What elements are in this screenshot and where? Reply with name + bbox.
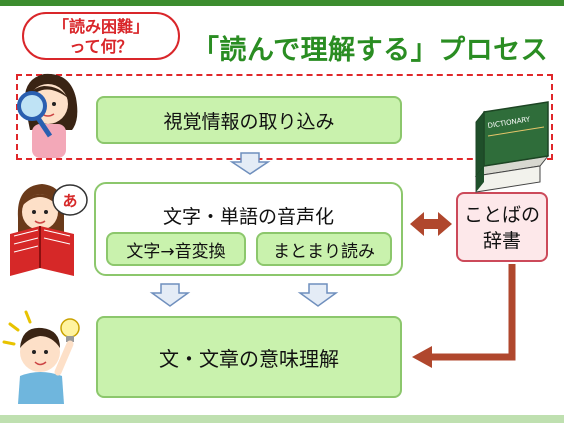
down-arrow-visual — [229, 152, 271, 175]
magnifying-glass-girl-icon — [17, 73, 78, 158]
dictionary-book-icon: DICTIONARY — [474, 101, 550, 193]
lexicon-to-comprehension-arrow — [412, 264, 516, 368]
lexicon-line-2: 辞書 — [482, 230, 521, 252]
substep-chunk-reading-label: まとまり読み — [273, 241, 375, 262]
speech-bubble-icon: あ — [52, 184, 88, 216]
step-visual-input: 視覚情報の取り込み — [96, 96, 402, 144]
top-bar — [0, 0, 564, 6]
step-comprehension: 文・文章の意味理解 — [96, 316, 402, 398]
mental-lexicon-box: ことばの 辞書 — [456, 192, 548, 262]
substep-chunk-reading: まとまり読み — [256, 232, 392, 266]
bidirectional-arrow — [410, 212, 452, 236]
bottom-bar — [0, 415, 564, 423]
step-phonological-label: 文字・単語の音声化 — [162, 206, 334, 228]
slide-title: 「読んで理解する」プロセス — [192, 35, 549, 66]
idea-boy-icon — [2, 310, 80, 404]
badge-line-2: って何？ — [69, 37, 133, 56]
lexicon-line-1: ことばの — [463, 204, 540, 226]
topic-badge: 「読み困難」 って何？ — [22, 12, 180, 60]
substep-grapheme-phoneme-label: 文字→音変換 — [126, 241, 226, 262]
down-arrow-left — [149, 283, 191, 307]
substep-grapheme-phoneme: 文字→音変換 — [106, 232, 246, 266]
highlight-frame — [16, 74, 553, 160]
down-arrow-right — [297, 283, 339, 307]
speech-bubble-text: あ — [62, 192, 77, 210]
step-visual-input-label: 視覚情報の取り込み — [163, 110, 335, 133]
step-comprehension-label: 文・文章の意味理解 — [159, 346, 339, 371]
badge-line-1: 「読み困難」 — [52, 17, 149, 36]
